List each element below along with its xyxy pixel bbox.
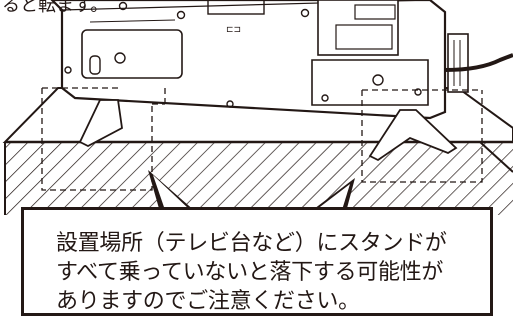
right-footprint-box — [361, 90, 483, 183]
callout-line-2: すべて乗っていないと落下する可能性が — [56, 260, 444, 285]
callout-line-3: ありますのでご注意ください。 — [56, 289, 360, 314]
left-stand-leg — [78, 99, 123, 148]
stand-legs — [78, 99, 458, 162]
right-stand-leg — [368, 109, 458, 162]
svg-text:⊏⊐: ⊏⊐ — [226, 25, 241, 35]
table-right-edge — [479, 141, 513, 173]
callout-line-1: 設置場所（テレビ台など）にスタンドが — [56, 231, 447, 256]
table-front-hatched — [5, 142, 513, 215]
warning-callout-box: 設置場所（テレビ台など）にスタンドが すべて乗っていないと落下する可能性が あり… — [21, 207, 493, 316]
cropped-header-text: ると転ます。 — [2, 0, 109, 16]
stand-footprint-outlines — [41, 87, 483, 191]
tv-rear-panel: ⊏⊐ — [50, 0, 513, 120]
left-footprint-box — [41, 88, 153, 191]
callout-pointers — [148, 170, 355, 212]
